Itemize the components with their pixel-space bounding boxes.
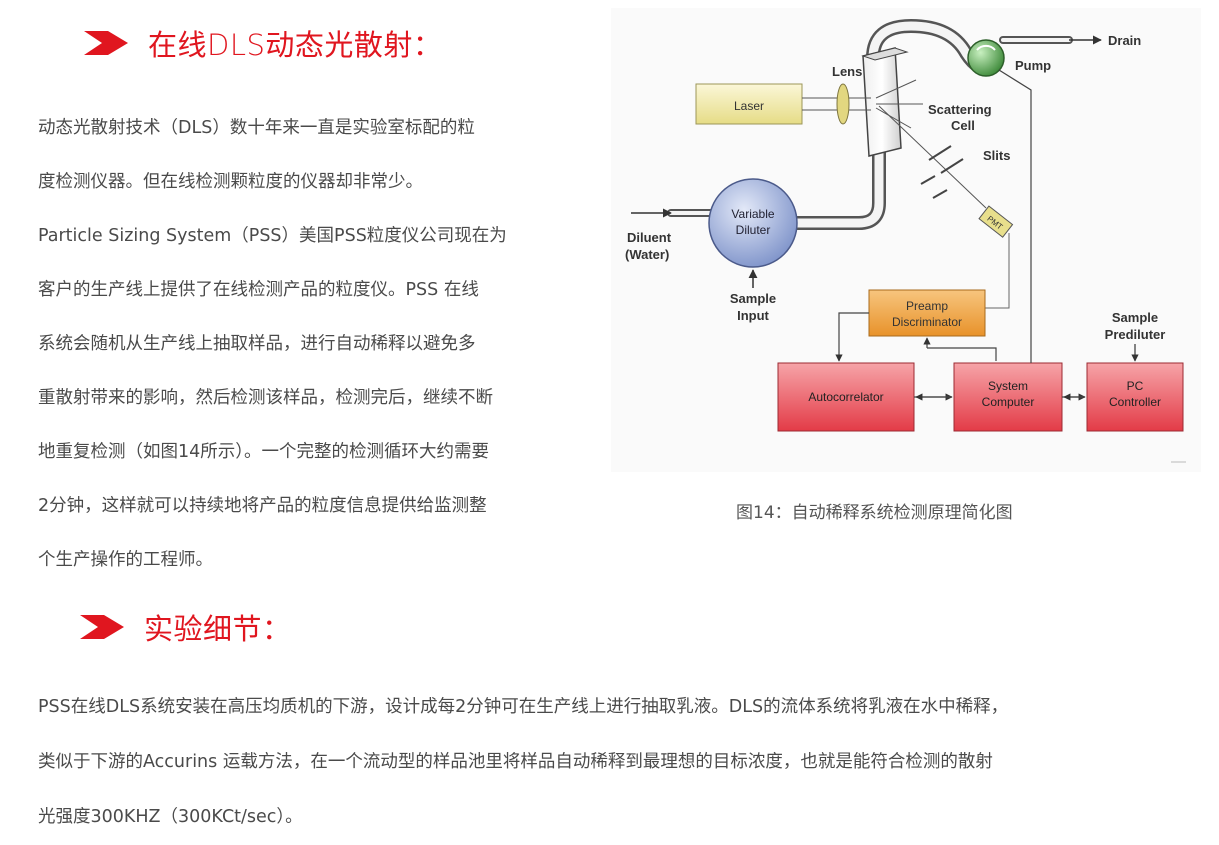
diluent-label-2: (Water)	[625, 247, 669, 262]
laser-box	[695, 83, 803, 125]
laser-label: Laser	[734, 99, 764, 113]
prediluter-label-2: Prediluter	[1105, 327, 1166, 342]
slits-label: Slits	[983, 148, 1010, 163]
system-computer-label-1: System	[988, 379, 1028, 393]
section-heading-experiment-details: 实验细节：	[80, 606, 292, 648]
tubing	[667, 19, 1073, 230]
paragraph-line: PSS在线DLS系统安装在高压均质机的下游，设计成每2分钟可在生产线上进行抽取乳…	[38, 697, 1009, 717]
pc-controller-label-2: Controller	[1109, 395, 1161, 409]
diluent-label-1: Diluent	[627, 230, 672, 245]
system-computer-label-2: Computer	[982, 395, 1035, 409]
paragraph-line: 系统会随机从生产线上抽取样品，进行自动稀释以避免多	[38, 334, 476, 354]
paragraph-line: 重散射带来的影响，然后检测该样品，检测完后，继续不断	[38, 388, 493, 408]
prediluter-label-1: Sample	[1112, 310, 1158, 325]
chevron-right-icon	[84, 31, 128, 55]
section-paragraph: 动态光散射技术（DLS）数十年来一直是实验室标配的粒 度检测仪器。但在线检测颗粒…	[38, 101, 507, 587]
pump-label: Pump	[1015, 58, 1051, 73]
scattering-cell	[861, 47, 909, 157]
variable-diluter	[708, 178, 798, 268]
paragraph-line: 地重复检测（如图14所示）。一个完整的检测循环大约需要	[38, 442, 490, 462]
autocorrelator-label: Autocorrelator	[808, 390, 883, 404]
drain-label: Drain	[1108, 33, 1141, 48]
dls-system-diagram: Drain Pump Lens Scattering Cell Laser Sl…	[611, 8, 1201, 472]
preamp-label-1: Preamp	[906, 299, 948, 313]
paragraph-line: 度检测仪器。但在线检测颗粒度的仪器却非常少。	[38, 172, 423, 192]
slits	[920, 145, 964, 199]
pc-controller-box	[1086, 362, 1184, 432]
lens	[836, 83, 850, 125]
diluter-label-2: Diluter	[736, 223, 771, 237]
pmt: PMT	[978, 205, 1014, 238]
chevron-right-icon	[80, 615, 124, 639]
section-title: 实验细节：	[144, 612, 292, 646]
paragraph-line: Particle Sizing System（PSS）美国PSS粒度仪公司现在为	[38, 226, 507, 246]
pc-controller-label-1: PC	[1127, 379, 1144, 393]
section-heading-online-dls: 在线DLS动态光散射：	[84, 22, 442, 64]
paragraph-line: 个生产操作的工程师。	[38, 550, 213, 570]
sample-input-label-1: Sample	[730, 291, 776, 306]
section-paragraph: PSS在线DLS系统安装在高压均质机的下游，设计成每2分钟可在生产线上进行抽取乳…	[38, 680, 1008, 845]
paragraph-line: 客户的生产线上提供了在线检测产品的粒度仪。PSS 在线	[38, 280, 479, 300]
pump	[967, 39, 1005, 77]
preamp-label-2: Discriminator	[892, 315, 962, 329]
section-title: 在线DLS动态光散射：	[148, 28, 443, 62]
figure-caption: 图14：自动稀释系统检测原理简化图	[736, 503, 1013, 523]
paragraph-line: 2分钟，这样就可以持续地将产品的粒度信息提供给监测整	[38, 496, 487, 516]
autocorrelator-box	[777, 362, 915, 432]
cell-label: Cell	[951, 118, 975, 133]
paragraph-line: 光强度300KHZ（300KCt/sec）。	[38, 807, 303, 827]
preamp-discriminator-box	[868, 289, 986, 337]
sample-input-label-2: Input	[737, 308, 769, 323]
system-computer-box	[953, 362, 1063, 432]
diluter-label-1: Variable	[731, 207, 774, 221]
paragraph-line: 类似于下游的Accurins 运载方法，在一个流动型的样品池里将样品自动稀释到最…	[38, 752, 993, 772]
paragraph-line: 动态光散射技术（DLS）数十年来一直是实验室标配的粒	[38, 118, 475, 138]
scattering-label: Scattering	[928, 102, 992, 117]
lens-label: Lens	[832, 64, 862, 79]
